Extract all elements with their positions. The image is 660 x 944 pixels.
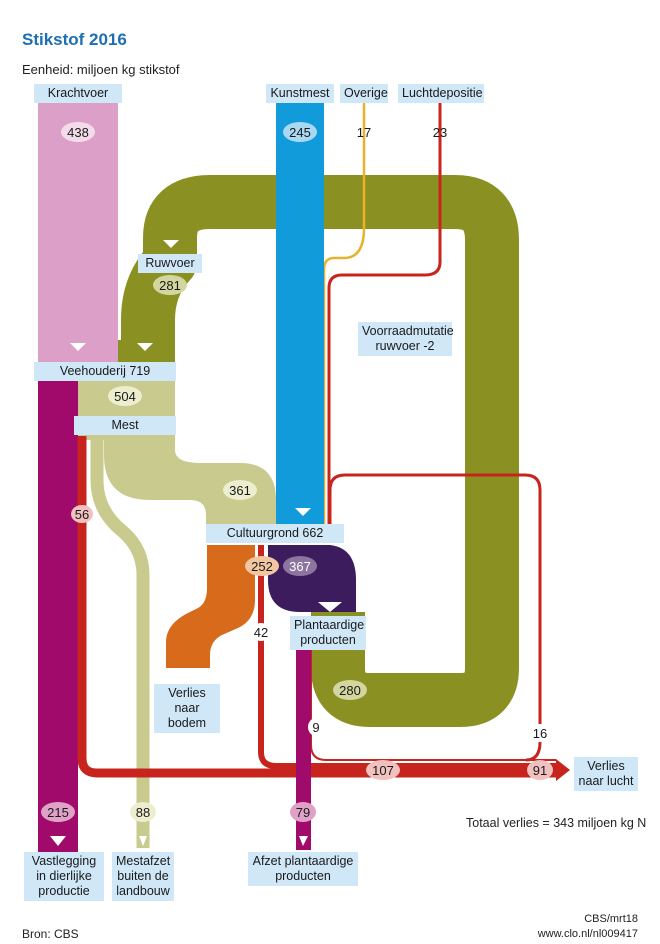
verlies-lucht-arrow [556,759,570,781]
value-veeh-loss: 56 [75,507,89,522]
flow-overige [322,100,366,530]
arrow-krachtvoer-end [70,343,86,351]
flow-lucht-extra [328,473,542,762]
node-mest: Mest [74,416,176,435]
value-mestafzet: 88 [136,805,150,820]
value-lucht: 91 [533,763,547,778]
arrow-ruwvoer-end [137,343,153,351]
flow-bodem [166,545,255,668]
value-plant-loss: 9 [312,720,319,735]
value-kunstmest: 245 [289,125,311,140]
value-ruwvoer-loop: 280 [339,683,361,698]
node-kunstmest: Kunstmest [266,84,334,103]
value-mest-to-grond: 361 [229,483,251,498]
arrow-mestafzet [139,836,147,846]
node-plantaardige-producten: Plantaardige producten [290,616,366,650]
flow-plant [268,545,356,612]
source-url[interactable]: www.clo.nl/nl009417 [537,928,638,940]
node-overige: Overige [340,84,388,103]
value-krachtvoer: 438 [67,125,89,140]
arrow-ruwvoer [163,240,179,248]
node-krachtvoer: Krachtvoer [34,84,122,103]
arrow-bodem [176,668,200,680]
value-mest: 504 [114,389,136,404]
node-luchtdepositie: Luchtdepositie [398,84,484,103]
flow-afzet [296,640,311,850]
node-verlies-bodem: Verlies naar bodem [154,684,220,733]
value-bodem: 252 [251,559,273,574]
flow-luchtdepositie [327,100,442,530]
value-loss-total: 107 [372,763,394,778]
value-plant: 367 [289,559,311,574]
total-loss-note: Totaal verlies = 343 miljoen kg N [466,816,647,830]
source-label: Bron: CBS [22,927,79,941]
flow-mestafzet [90,436,150,848]
arrow-plant [318,602,342,612]
value-lucht-extra: 16 [533,726,547,741]
arrow-vastlegging [50,836,66,846]
arrow-afzet [299,836,308,846]
flow-mest-to-grond [104,430,276,528]
node-cultuurgrond: Cultuurgrond 662 [206,524,344,543]
flow-kunstmest [276,100,324,530]
node-voorraadmutatie: Voorraadmutatie ruwvoer -2 [358,322,454,356]
flow-vastlegging [38,372,78,852]
node-vastlegging: Vastlegging in dierlijke productie [24,852,104,901]
value-overige: 17 [357,125,371,140]
node-mestafzet: Mestafzet buiten de landbouw [112,852,174,901]
node-ruwvoer: Ruwvoer [138,254,202,273]
node-veehouderij: Veehouderij 719 [34,362,176,381]
value-grond-loss: 42 [254,625,268,640]
unit-label: Eenheid: miljoen kg stikstof [22,62,180,77]
flow-grond-loss [258,545,556,769]
flow-krachtvoer [38,100,118,366]
flow-veehouderij-loss [77,436,556,778]
value-bubbles [41,122,553,822]
page-title: Stikstof 2016 [22,30,127,49]
node-afzet-plantaardig: Afzet plantaardige producten [248,852,358,886]
arrow-kunstmest-end [295,508,311,516]
value-luchtdepositie: 23 [433,125,447,140]
figure-code: CBS/mrt18 [584,913,638,925]
value-vastlegging: 215 [47,805,69,820]
node-verlies-lucht: Verlies naar lucht [574,757,638,791]
value-afzet: 79 [296,805,310,820]
value-ruwvoer: 281 [159,278,181,293]
